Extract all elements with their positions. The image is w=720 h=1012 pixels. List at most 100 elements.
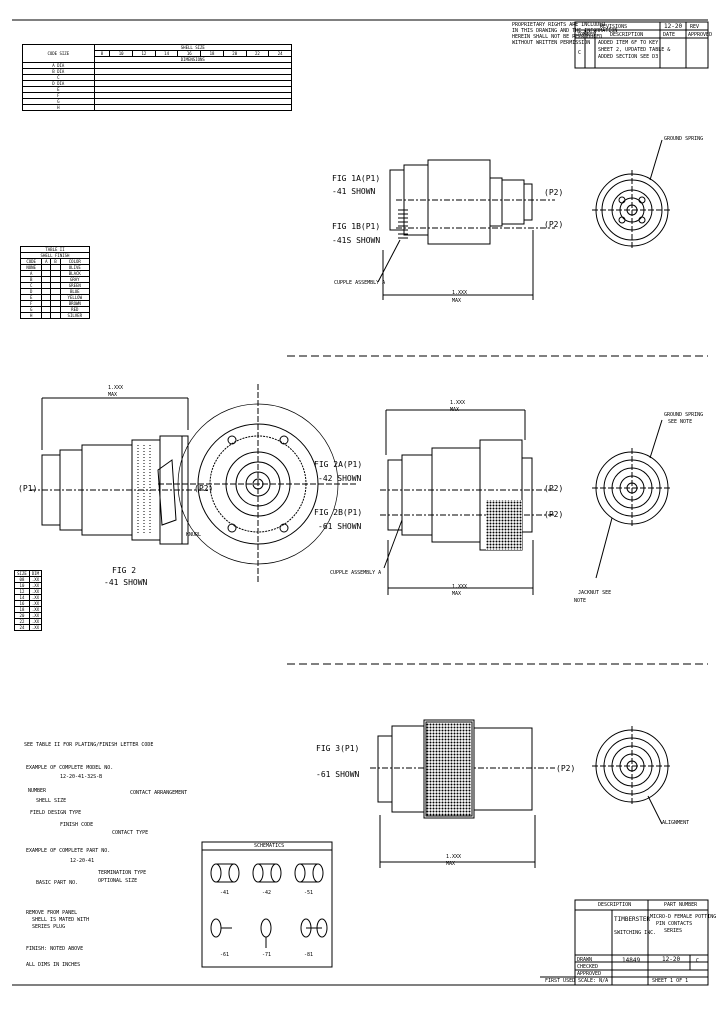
notice-line-3: HEREIN SHALL NOT BE REPRODUCED [512, 34, 603, 40]
top-leader-label: CUPPLE ASSEMBLY A [334, 280, 386, 286]
mid-fig2-sub: -61 SHOWN [318, 522, 362, 531]
bottom-connector-drawing [370, 719, 555, 868]
note-2-label-1: SHELL SIZE [36, 798, 67, 804]
rev-header-rev: REV [587, 32, 597, 38]
table-row: H [22, 104, 293, 111]
note-2-label-4: FINISH CODE [60, 822, 94, 828]
finish-table: TABLE II SHELL FINISH CODE A B COLOR NON… [19, 246, 91, 319]
mid-left-dim-sub: MAX [108, 392, 118, 398]
top-callout: GROUND SPRING [664, 136, 704, 142]
note-3-label-2: OPTIONAL SIZE [98, 878, 138, 884]
shell-table-row-label: CODE SIZE [22, 44, 95, 63]
mid-left-p1: (P1) [18, 484, 38, 493]
mid-callout-top-sub: SEE NOTE [668, 419, 693, 425]
rev-header-date: DATE [663, 32, 676, 38]
bot-dim: 1.XXX [446, 854, 462, 860]
top-connector-drawing [377, 159, 555, 300]
middle-left-endview [158, 384, 358, 584]
top-fig1-sub: -41 SHOWN [332, 187, 376, 196]
notice-line-2: IN THIS DRAWING AND THE INFORMATION [512, 28, 618, 34]
revisions-lines [574, 21, 709, 69]
title-checked: CHECKED [577, 964, 599, 970]
mid-p2-top: (P2) [544, 484, 564, 493]
schematic-label-5: -81 [304, 952, 314, 958]
middle-right-knurl [486, 500, 522, 550]
mid-left-p2: (P2) [194, 484, 214, 493]
schematic-label-0: -41 [220, 890, 230, 896]
note-2-label-3: CONTACT ARRANGEMENT [130, 790, 188, 796]
mid-fig1-sub: -42 SHOWN [318, 474, 362, 483]
schematic-label-1: -42 [262, 890, 272, 896]
note-3-label-1: TERMINATION TYPE [98, 870, 147, 876]
top-connector-endview [592, 139, 672, 250]
title-first-used: FIRST USED [545, 978, 576, 984]
top-fig1-label: FIG 1A(P1) [332, 174, 381, 183]
mid-knurl-note: KNURL [186, 532, 202, 538]
schematic-label-3: -61 [220, 952, 230, 958]
bot-callout: ALIGNMENT [662, 820, 690, 826]
title-part-label: PART NUMBER [664, 902, 698, 908]
mid-callout-top: GROUND SPRING [664, 412, 704, 418]
rev-header-description: DESCRIPTION [610, 32, 644, 38]
note-4: REMOVE FROM PANEL [26, 910, 78, 916]
mid-dim-bottom: 1.XXX [452, 584, 468, 590]
title-drawn: DRAWN [577, 957, 593, 963]
note-2-label-0: NUMBER [28, 788, 47, 794]
mid-fig1-label: FIG 2A(P1) [314, 460, 363, 469]
title-drawing-no: 12-20 [662, 956, 681, 963]
schematic-label-4: -71 [262, 952, 272, 958]
note-3-title: EXAMPLE OF COMPLETE PART NO. [26, 848, 111, 854]
title-sheet: SHEET 1 OF 1 [652, 978, 689, 984]
rev-header-zone: ZONE [577, 32, 590, 38]
rev-row-desc-1: ADDED ITEM 6F TO KEY [598, 40, 659, 46]
title-company-sub: SWITCHING INC. [614, 930, 657, 936]
title-cage-code: 14849 [622, 957, 641, 964]
note-5: FINISH: NOTED ABOVE [26, 946, 84, 952]
mid-p2-bottom: (P2) [544, 510, 564, 519]
table-row: 24.XX [14, 624, 43, 631]
top-fig2-label: FIG 1B(P1) [332, 222, 381, 231]
mid-left-fig-sub: -41 SHOWN [104, 578, 148, 587]
schematic-label-2: -51 [304, 890, 314, 896]
title-scale: SCALE: N/A [578, 978, 609, 984]
title-block-lines [540, 899, 709, 986]
middle-left-connector-drawing [30, 397, 210, 545]
middle-right-connector-drawing [380, 409, 555, 595]
bot-fig1-label: FIG 3(P1) [316, 744, 360, 753]
rev-row-rev: C [578, 50, 582, 56]
note-3-label-0: BASIC PART NO. [36, 880, 79, 886]
rev-row-desc-3: ADDED SECTION SEE D3 [598, 54, 659, 60]
note-2-example: 12-20-41-32S-B [60, 774, 103, 780]
mid-left-fig: FIG 2 [112, 566, 137, 575]
note-2-label-2: FIELD DESIGN TYPE [30, 810, 82, 816]
title-rev: C [696, 958, 700, 964]
bot-fig1-sub: -61 SHOWN [316, 770, 360, 779]
top-p2-bottom: (P2) [544, 220, 564, 229]
revisions-drawing-no: 12-20 [664, 23, 683, 30]
schematics-title: SCHEMATICS [254, 843, 285, 849]
rev-header-approved: APPROVED [688, 32, 713, 38]
title-approved: APPROVED [577, 971, 602, 977]
note-4b: SHELL IS MATED WITH [32, 917, 90, 923]
mid-leader-label: CUPPLE ASSEMBLY A [330, 570, 382, 576]
mid-left-dim: 1.XXX [108, 385, 124, 391]
notice-line-4: WITHOUT WRITTEN PERMISSION [512, 40, 591, 46]
note-3-example: 12-20-41 [70, 858, 95, 864]
top-dim: 1.XXX [452, 290, 468, 296]
mid-dim-top-sub: MAX [450, 407, 460, 413]
title-line-3: SERIES [664, 928, 683, 934]
mid-dim-bottom-sub: MAX [452, 591, 462, 597]
title-company: TIMBERSTER [614, 916, 651, 923]
mid-callout-bottom: JACKNUT SEE [578, 590, 612, 596]
revisions-rev-label: REV [690, 24, 700, 30]
middle-right-endview [592, 419, 672, 579]
bot-dim-sub: MAX [446, 861, 456, 867]
bot-p2: (P2) [556, 764, 576, 773]
title-description-label: DESCRIPTION [598, 902, 632, 908]
rev-row-desc-2: SHEET 2, UPDATED TABLE & [598, 47, 671, 53]
schematics-box [201, 841, 333, 968]
